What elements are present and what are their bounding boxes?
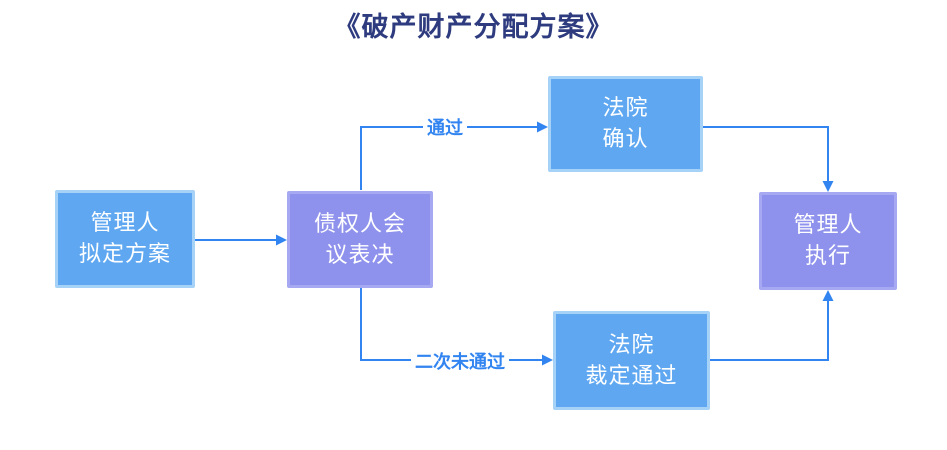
arrowhead-vote-to-confirm: [537, 121, 548, 133]
diagram-title: 《破产财产分配方案》: [333, 12, 614, 43]
node-label-line: 法院: [602, 96, 649, 121]
arrowhead-vote-to-ruling: [542, 354, 553, 366]
edge-confirm-to-execute: [703, 126, 829, 181]
arrowhead-confirm-to-execute: [822, 181, 834, 192]
node-creditors-meeting-vote: 债权人会 议表决: [287, 191, 433, 288]
node-label-line: 裁定通过: [585, 363, 678, 389]
edge-label-pass: 通过: [423, 114, 467, 140]
node-label-line: 管理人: [793, 213, 863, 238]
node-label-line: 执行: [804, 244, 851, 269]
node-administrator-executes: 管理人 执行: [759, 192, 897, 290]
node-label-line: 议表决: [325, 242, 395, 268]
node-label-line: 管理人: [90, 211, 160, 236]
node-label-line: 债权人会: [313, 211, 406, 237]
edge-vote-to-confirm: [360, 126, 537, 190]
node-label-line: 拟定方案: [78, 242, 171, 267]
edge-ruling-to-execute: [710, 301, 829, 361]
node-label-line: 法院: [608, 332, 655, 358]
arrowhead-draft-to-vote: [276, 234, 287, 246]
node-administrator-drafts-plan: 管理人 拟定方案: [55, 190, 195, 288]
edge-label-fail-twice: 二次未通过: [411, 348, 509, 374]
node-court-confirmation: 法院 确认: [548, 76, 703, 172]
node-court-ruling-approval: 法院 裁定通过: [553, 311, 710, 410]
arrowhead-ruling-to-execute: [822, 290, 834, 301]
node-label-line: 确认: [602, 127, 649, 152]
